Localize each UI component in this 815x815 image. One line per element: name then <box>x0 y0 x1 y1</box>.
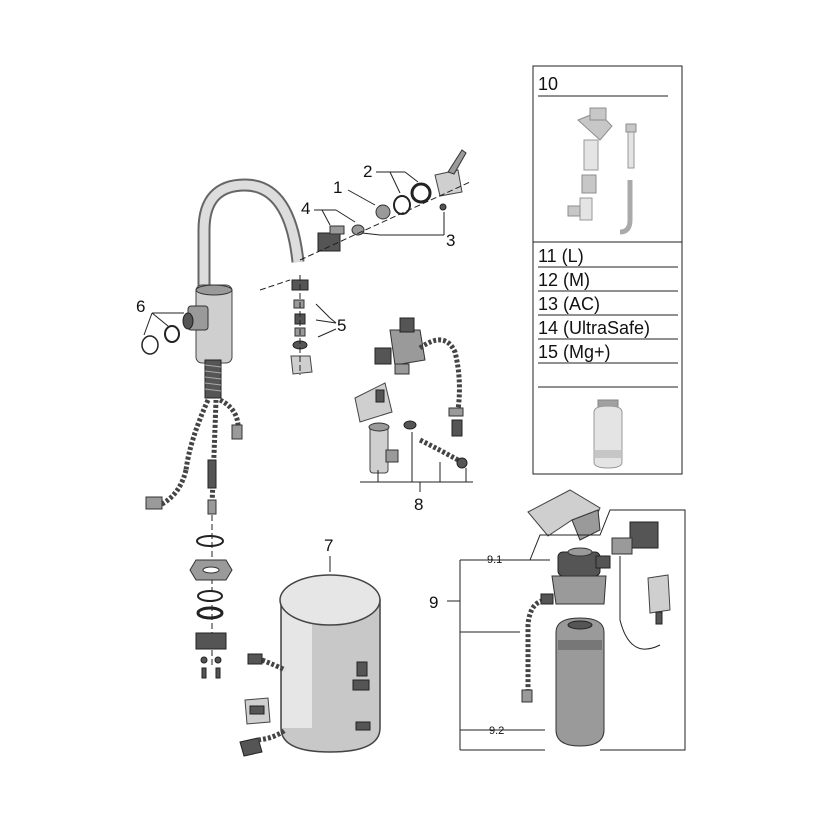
callout-9-1: 9.1 <box>487 554 502 566</box>
lock-ring <box>196 606 224 620</box>
boiler-unit <box>239 556 381 757</box>
sensor-box <box>629 521 659 549</box>
callout-2: 2 <box>363 162 372 181</box>
legend-header: 10 <box>538 74 558 94</box>
callout-labels: 1 2 3 4 5 6 7 8 9 9.1 9.2 <box>136 162 504 737</box>
callout-9-2: 9.2 <box>489 725 504 737</box>
callout-8: 8 <box>414 495 423 514</box>
legend-item-14: 14 (UltraSafe) <box>538 318 650 338</box>
legend-item-15: 15 (Mg+) <box>538 342 611 362</box>
boiler-top <box>279 574 381 626</box>
callout-6: 6 <box>136 297 145 316</box>
callout-1: 1 <box>333 178 342 197</box>
legend-item-13: 13 (AC) <box>538 294 600 314</box>
washer <box>197 590 223 602</box>
tee-fitting <box>369 424 389 474</box>
faucet-assembly <box>145 178 305 679</box>
leader-lines <box>143 171 445 338</box>
seal-parts <box>141 312 194 355</box>
cartridge-parts <box>299 149 471 261</box>
legend-item-11: 11 (L) <box>538 246 584 266</box>
callout-4: 4 <box>301 199 310 218</box>
legend-valve-drawing <box>567 107 637 235</box>
mounting-ring <box>196 535 224 547</box>
aerator-parts <box>290 275 313 375</box>
callout-7: 7 <box>324 536 333 555</box>
filter-cartridge <box>555 617 605 747</box>
legend-cartridge-drawing <box>593 399 623 469</box>
fixing-bracket <box>195 632 227 650</box>
callout-5: 5 <box>337 316 346 335</box>
valve-kit <box>354 317 473 492</box>
legend-labels: 10 11 (L) 12 (M) 13 (AC) 14 (UltraSafe) … <box>538 74 650 362</box>
filter-system <box>447 489 686 751</box>
legend-item-12: 12 (M) <box>538 270 590 290</box>
legend-panel <box>532 65 683 475</box>
callout-9: 9 <box>429 593 438 612</box>
callout-3: 3 <box>446 231 455 250</box>
